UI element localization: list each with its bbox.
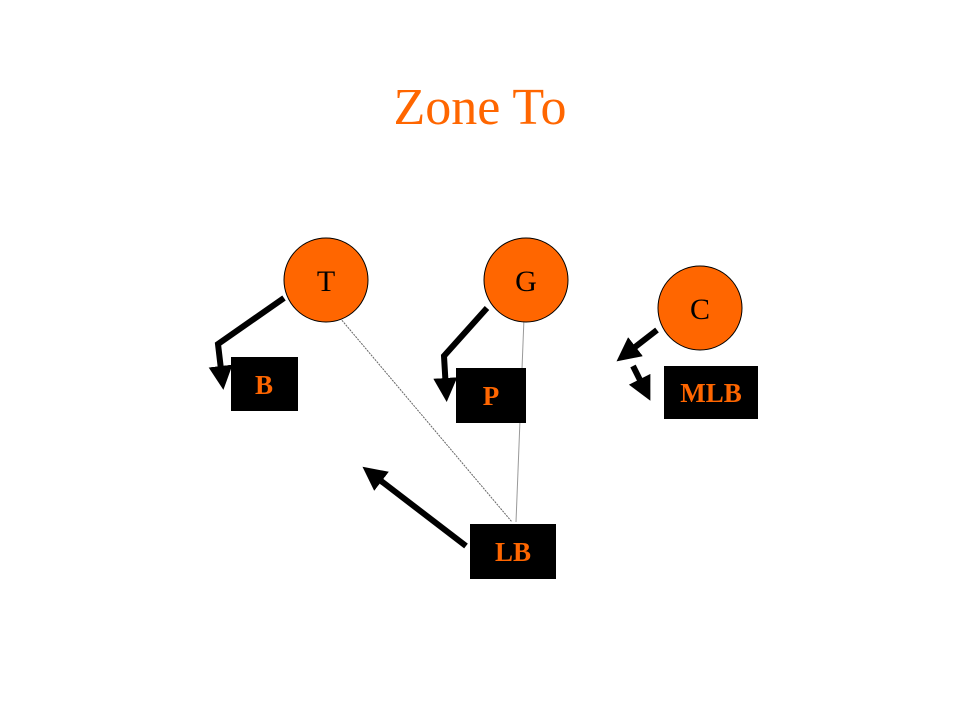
lb-pursuit-arrow bbox=[362, 466, 468, 549]
defender-b-box bbox=[231, 357, 298, 411]
player-g-label: G bbox=[515, 265, 537, 298]
g-block-arrow bbox=[433, 305, 490, 402]
defender-lb-box bbox=[470, 524, 556, 579]
t-to-lb-line bbox=[339, 317, 513, 523]
defender-mlb-box bbox=[664, 366, 758, 419]
defender-mlb: MLB bbox=[664, 366, 758, 419]
defender-lb: LB bbox=[470, 524, 556, 579]
player-t: T bbox=[283, 237, 369, 323]
defender-lb-label: LB bbox=[495, 537, 531, 567]
defender-p-label: P bbox=[483, 381, 500, 411]
defender-p-box bbox=[456, 368, 526, 423]
player-c: C bbox=[657, 265, 743, 351]
slide-title: Zone To bbox=[393, 79, 567, 136]
defender-mlb-label: MLB bbox=[680, 378, 742, 408]
defender-b-label: B bbox=[255, 370, 273, 400]
player-c-circle bbox=[657, 265, 743, 351]
player-g: G bbox=[483, 237, 569, 323]
player-c-label: C bbox=[690, 293, 710, 326]
defender-b: B bbox=[231, 357, 298, 411]
defender-p: P bbox=[456, 368, 526, 423]
t-block-arrow bbox=[208, 295, 286, 390]
player-t-label: T bbox=[317, 265, 335, 298]
player-g-circle bbox=[483, 237, 569, 323]
c-block-arrow bbox=[616, 327, 659, 401]
player-t-circle bbox=[283, 237, 369, 323]
